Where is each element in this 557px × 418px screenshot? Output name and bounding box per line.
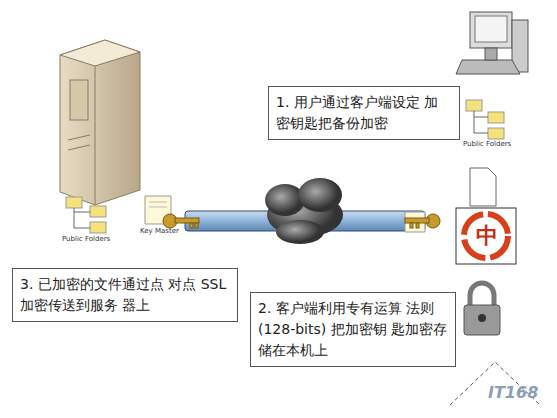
folder-label: Public Folders (463, 141, 511, 149)
box-text: 2. 客户端利用专有运算 法则 (128-bits) 把加密钥 匙加密存储在本机… (258, 298, 448, 361)
icon-glyph: 中 (476, 224, 498, 248)
internet-cloud (265, 178, 343, 244)
dashed-outline (450, 362, 540, 405)
folder-tree (66, 197, 106, 233)
folder-label: Public Folders (62, 236, 110, 244)
file-label: Key Master (140, 228, 179, 236)
box-text: 3. 已加密的文件通过点 对点 SSL 加密传送到服务 器上 (20, 274, 230, 316)
encrypt-icon (456, 208, 516, 264)
key (163, 214, 199, 228)
text-box: 2. 客户端利用专有运算 法则 (128-bits) 把加密钥 匙加密存储在本机… (250, 292, 456, 367)
folder-tree (466, 100, 504, 139)
document (470, 168, 496, 206)
text-box: 1. 用户通过客户端设定 加密钥匙把备份加密 (268, 86, 460, 140)
server (60, 40, 140, 205)
key (405, 212, 440, 232)
watermark: IT168 (488, 384, 538, 402)
box-text: 1. 用户通过客户端设定 加密钥匙把备份加密 (276, 92, 452, 134)
text-box: 3. 已加密的文件通过点 对点 SSL 加密传送到服务 器上 (12, 268, 238, 322)
padlock (464, 283, 500, 335)
computer (456, 12, 528, 74)
